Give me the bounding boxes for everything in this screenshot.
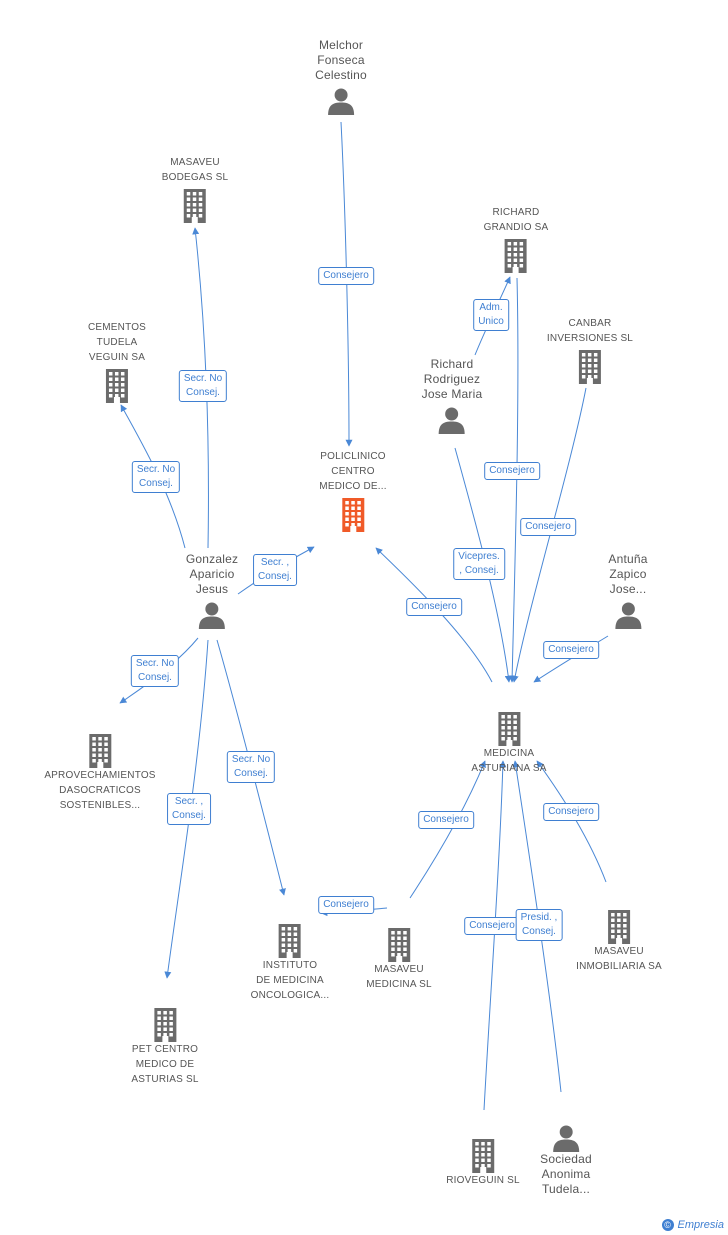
- node-cementos[interactable]: CEMENTOS TUDELA VEGUIN SA: [88, 320, 146, 403]
- focus-building-icon: [342, 498, 364, 532]
- node-label: MASAVEU INMOBILIARIA SA: [576, 946, 662, 972]
- node-aprovechamientos[interactable]: APROVECHAMIENTOS DASOCRATICOS SOSTENIBLE…: [44, 730, 155, 813]
- person-icon: [439, 407, 465, 434]
- edge-label-e16[interactable]: Consejero: [464, 917, 520, 935]
- node-label: Sociedad Anonima Tudela...: [540, 1152, 592, 1196]
- building-icon: [89, 734, 111, 768]
- node-policlinico[interactable]: POLICLINICO CENTRO MEDICO DE...: [319, 449, 387, 532]
- brand-name: Empresia: [677, 1219, 724, 1231]
- edge-line-e17: [536, 760, 607, 883]
- node-instituto[interactable]: INSTITUTO DE MEDICINA ONCOLOGICA...: [251, 920, 330, 1003]
- building-icon: [153, 1008, 176, 1042]
- node-label: MEDICINA ASTURIANA SA: [471, 748, 547, 774]
- node-richard-rodriguez[interactable]: Richard Rodriguez Jose Maria: [422, 357, 483, 434]
- node-label: RIOVEGUIN SL: [446, 1175, 520, 1186]
- edge-label-e12[interactable]: Secr. No Consej.: [226, 751, 276, 783]
- node-label: CEMENTOS TUDELA VEGUIN SA: [87, 322, 147, 363]
- edge-label-e4[interactable]: Secr. , Consej.: [253, 554, 297, 586]
- building-icon: [578, 350, 601, 384]
- node-masaveu-inmobiliaria[interactable]: MASAVEU INMOBILIARIA SA: [576, 906, 662, 974]
- node-label: POLICLINICO CENTRO MEDICO DE...: [319, 451, 387, 492]
- building-icon: [278, 924, 301, 958]
- node-label: Melchor Fonseca Celestino: [315, 38, 367, 82]
- edge-label-e10[interactable]: Consejero: [543, 641, 599, 659]
- person-icon: [552, 1125, 579, 1152]
- node-rioveguin[interactable]: RIOVEGUIN SL: [446, 1135, 520, 1188]
- person-icon: [327, 88, 354, 115]
- edge-label-e18[interactable]: Presid. , Consej.: [515, 909, 563, 941]
- person-icon: [614, 602, 641, 629]
- edge-label-e13[interactable]: Secr. , Consej.: [167, 793, 211, 825]
- building-icon: [504, 239, 527, 273]
- edge-label-e1[interactable]: Consejero: [318, 267, 374, 285]
- node-label: RICHARD GRANDIO SA: [483, 207, 549, 233]
- node-melchor[interactable]: Melchor Fonseca Celestino: [315, 38, 367, 115]
- edge-line-e6: [508, 277, 519, 683]
- node-label: INSTITUTO DE MEDICINA ONCOLOGICA...: [250, 960, 330, 1001]
- footer-brand: © Empresia: [661, 1219, 724, 1231]
- node-richard-grandio[interactable]: RICHARD GRANDIO SA: [484, 205, 549, 273]
- node-label: PET CENTRO MEDICO DE ASTURIAS SL: [131, 1044, 199, 1085]
- node-label: MASAVEU BODEGAS SL: [161, 157, 229, 183]
- node-medicina-asturiana[interactable]: MEDICINA ASTURIANA SA: [471, 708, 546, 776]
- building-icon: [388, 928, 410, 962]
- building-icon: [608, 910, 630, 944]
- edge-label-e5[interactable]: Adm. Unico: [473, 299, 509, 331]
- edge-label-e15[interactable]: Consejero: [318, 896, 374, 914]
- edge-line-e16: [483, 760, 507, 1111]
- node-sociedad[interactable]: Sociedad Anonima Tudela...: [540, 1120, 592, 1197]
- edge-label-e3[interactable]: Secr. No Consej.: [131, 461, 181, 493]
- building-icon: [497, 712, 520, 746]
- node-gonzalez[interactable]: Gonzalez Aparicio Jesus: [186, 552, 238, 629]
- edge-label-e9[interactable]: Consejero: [406, 598, 462, 616]
- edge-label-e6[interactable]: Consejero: [484, 462, 540, 480]
- node-label: APROVECHAMIENTOS DASOCRATICOS SOSTENIBLE…: [44, 770, 156, 811]
- copyright-icon: ©: [661, 1219, 674, 1231]
- edge-label-e11[interactable]: Secr. No Consej.: [130, 655, 180, 687]
- node-label: Antuña Zapico Jose...: [608, 552, 648, 596]
- edge-label-e2[interactable]: Secr. No Consej.: [178, 370, 228, 402]
- node-label: MASAVEU MEDICINA SL: [366, 964, 432, 990]
- building-icon: [184, 189, 206, 223]
- node-label: CANBAR INVERSIONES SL: [546, 318, 634, 344]
- edge-label-e8[interactable]: Vicepres. , Consej.: [453, 548, 505, 580]
- building-icon: [472, 1139, 494, 1173]
- node-masaveu-bodegas[interactable]: MASAVEU BODEGAS SL: [162, 155, 228, 223]
- node-label: Gonzalez Aparicio Jesus: [185, 552, 239, 596]
- node-antuna[interactable]: Antuña Zapico Jose...: [608, 552, 647, 629]
- node-canbar[interactable]: CANBAR INVERSIONES SL: [547, 316, 633, 384]
- edge-line-e14: [409, 760, 486, 899]
- edge-label-e7[interactable]: Consejero: [520, 518, 576, 536]
- node-masaveu-medicina[interactable]: MASAVEU MEDICINA SL: [366, 924, 432, 992]
- node-pet-centro[interactable]: PET CENTRO MEDICO DE ASTURIAS SL: [131, 1004, 198, 1087]
- edge-label-e14[interactable]: Consejero: [418, 811, 474, 829]
- building-icon: [106, 369, 128, 403]
- node-label: Richard Rodriguez Jose Maria: [421, 357, 483, 401]
- edge-label-e17[interactable]: Consejero: [543, 803, 599, 821]
- person-icon: [198, 602, 225, 629]
